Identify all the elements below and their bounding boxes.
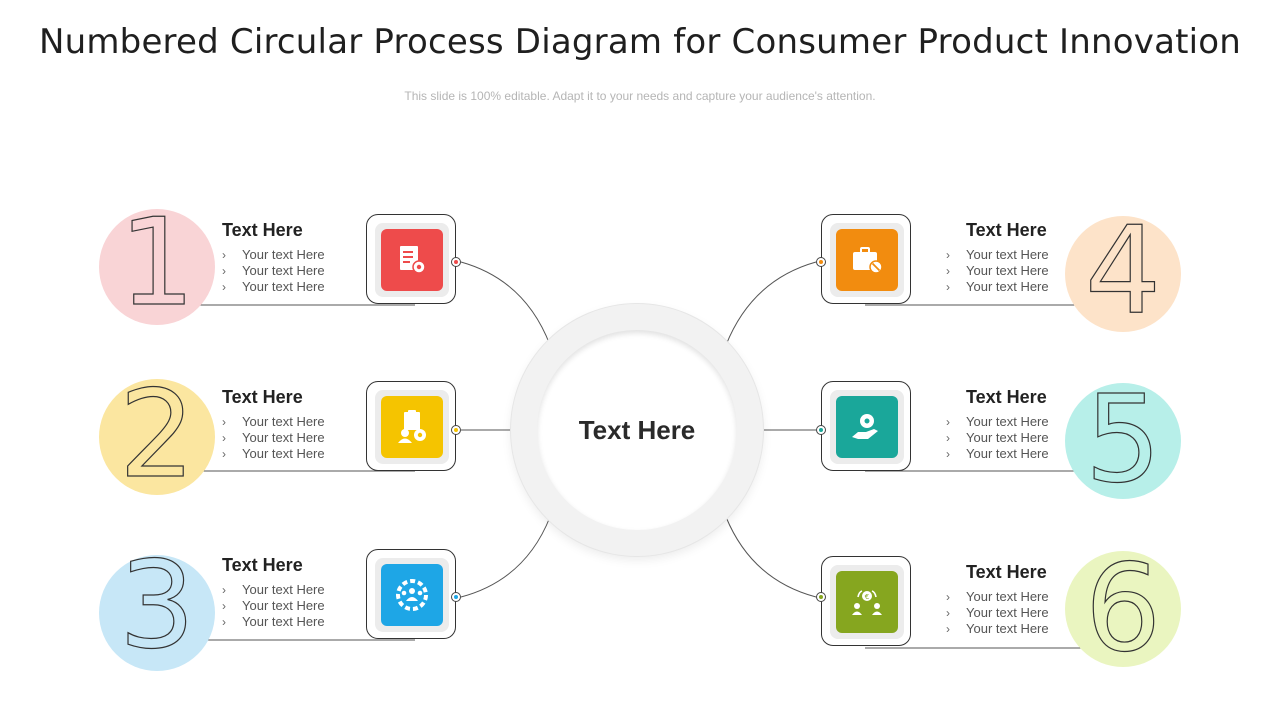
step-heading: Text Here xyxy=(966,562,1047,582)
step-heading: Text Here xyxy=(222,555,303,575)
step-heading: Text Here xyxy=(966,387,1047,407)
number-circle-2 xyxy=(99,379,215,495)
step-heading: Text Here xyxy=(966,220,1047,240)
list-item: ›Your text Here xyxy=(222,263,325,278)
step-text-block-4: Text Here ›Your text Here ›Your text Her… xyxy=(946,220,1086,295)
connector-dot-6 xyxy=(816,592,826,602)
team-gear-icon xyxy=(396,579,428,611)
list-item: ›Your text Here xyxy=(222,430,325,445)
number-circle-4 xyxy=(1065,216,1181,332)
number-digit-2: 2 xyxy=(118,366,196,505)
number-digit-5: 5 xyxy=(1084,371,1162,510)
step-text-block-3: Text Here ›Your text Here ›Your text Her… xyxy=(222,555,382,630)
list-item: ›Your text Here xyxy=(946,621,1049,636)
step-text-block-6: Text Here ›Your text Here ›Your text Her… xyxy=(946,562,1086,637)
number-circle-6 xyxy=(1065,551,1181,667)
list-item: ›Your text Here xyxy=(222,598,325,613)
hand-gear-icon xyxy=(852,414,878,439)
number-digit-6: 6 xyxy=(1084,540,1162,679)
center-circle: Text Here xyxy=(537,330,737,530)
center-label: Text Here xyxy=(578,414,696,445)
briefcase-block-icon xyxy=(853,247,883,274)
number-circle-1 xyxy=(99,209,215,325)
list-item: ›Your text Here xyxy=(222,582,325,597)
list-item: ›Your text Here xyxy=(946,430,1049,445)
list-item: ›Your text Here xyxy=(946,446,1049,461)
step-text-block-1: Text Here ›Your text Here ›Your text Her… xyxy=(222,220,382,295)
list-item: ›Your text Here xyxy=(946,414,1049,429)
number-digit-1: 1 xyxy=(118,194,196,333)
step-text-block-5: Text Here ›Your text Here ›Your text Her… xyxy=(946,387,1086,462)
svg-text:€: € xyxy=(865,593,869,601)
slide-subtitle: This slide is 100% editable. Adapt it to… xyxy=(404,89,876,103)
people-euro-exchange-icon: € xyxy=(852,590,882,615)
number-circle-5 xyxy=(1065,383,1181,499)
document-gear-icon xyxy=(400,246,426,274)
list-item: ›Your text Here xyxy=(222,446,325,461)
icon-frame-4 xyxy=(821,214,911,304)
connector-dot-1 xyxy=(451,257,461,267)
icon-frame-1 xyxy=(366,214,456,304)
number-circle-3 xyxy=(99,555,215,671)
list-item: ›Your text Here xyxy=(946,247,1049,262)
icon-frame-6: € xyxy=(821,556,911,646)
list-item: ›Your text Here xyxy=(222,614,325,629)
center-ring: Text Here xyxy=(511,304,763,556)
number-digit-3: 3 xyxy=(118,537,196,676)
slide-title: Numbered Circular Process Diagram for Co… xyxy=(38,22,1242,62)
step-heading: Text Here xyxy=(222,220,303,240)
connector-dot-3 xyxy=(451,592,461,602)
connector-dot-4 xyxy=(816,257,826,267)
list-item: ›Your text Here xyxy=(222,247,325,262)
connector-dot-2 xyxy=(451,425,461,435)
list-item: ›Your text Here xyxy=(222,279,325,294)
list-item: ›Your text Here xyxy=(946,605,1049,620)
icon-frame-3 xyxy=(366,549,456,639)
list-item: ›Your text Here xyxy=(946,589,1049,604)
icon-frame-5 xyxy=(821,381,911,471)
number-digit-4: 4 xyxy=(1084,202,1162,341)
icon-frame-2 xyxy=(366,381,456,471)
clipboard-person-gear-icon xyxy=(398,410,426,443)
list-item: ›Your text Here xyxy=(946,263,1049,278)
step-heading: Text Here xyxy=(222,387,303,407)
connector-dot-5 xyxy=(816,425,826,435)
list-item: ›Your text Here xyxy=(946,279,1049,294)
list-item: ›Your text Here xyxy=(222,414,325,429)
step-text-block-2: Text Here ›Your text Here ›Your text Her… xyxy=(222,387,382,462)
